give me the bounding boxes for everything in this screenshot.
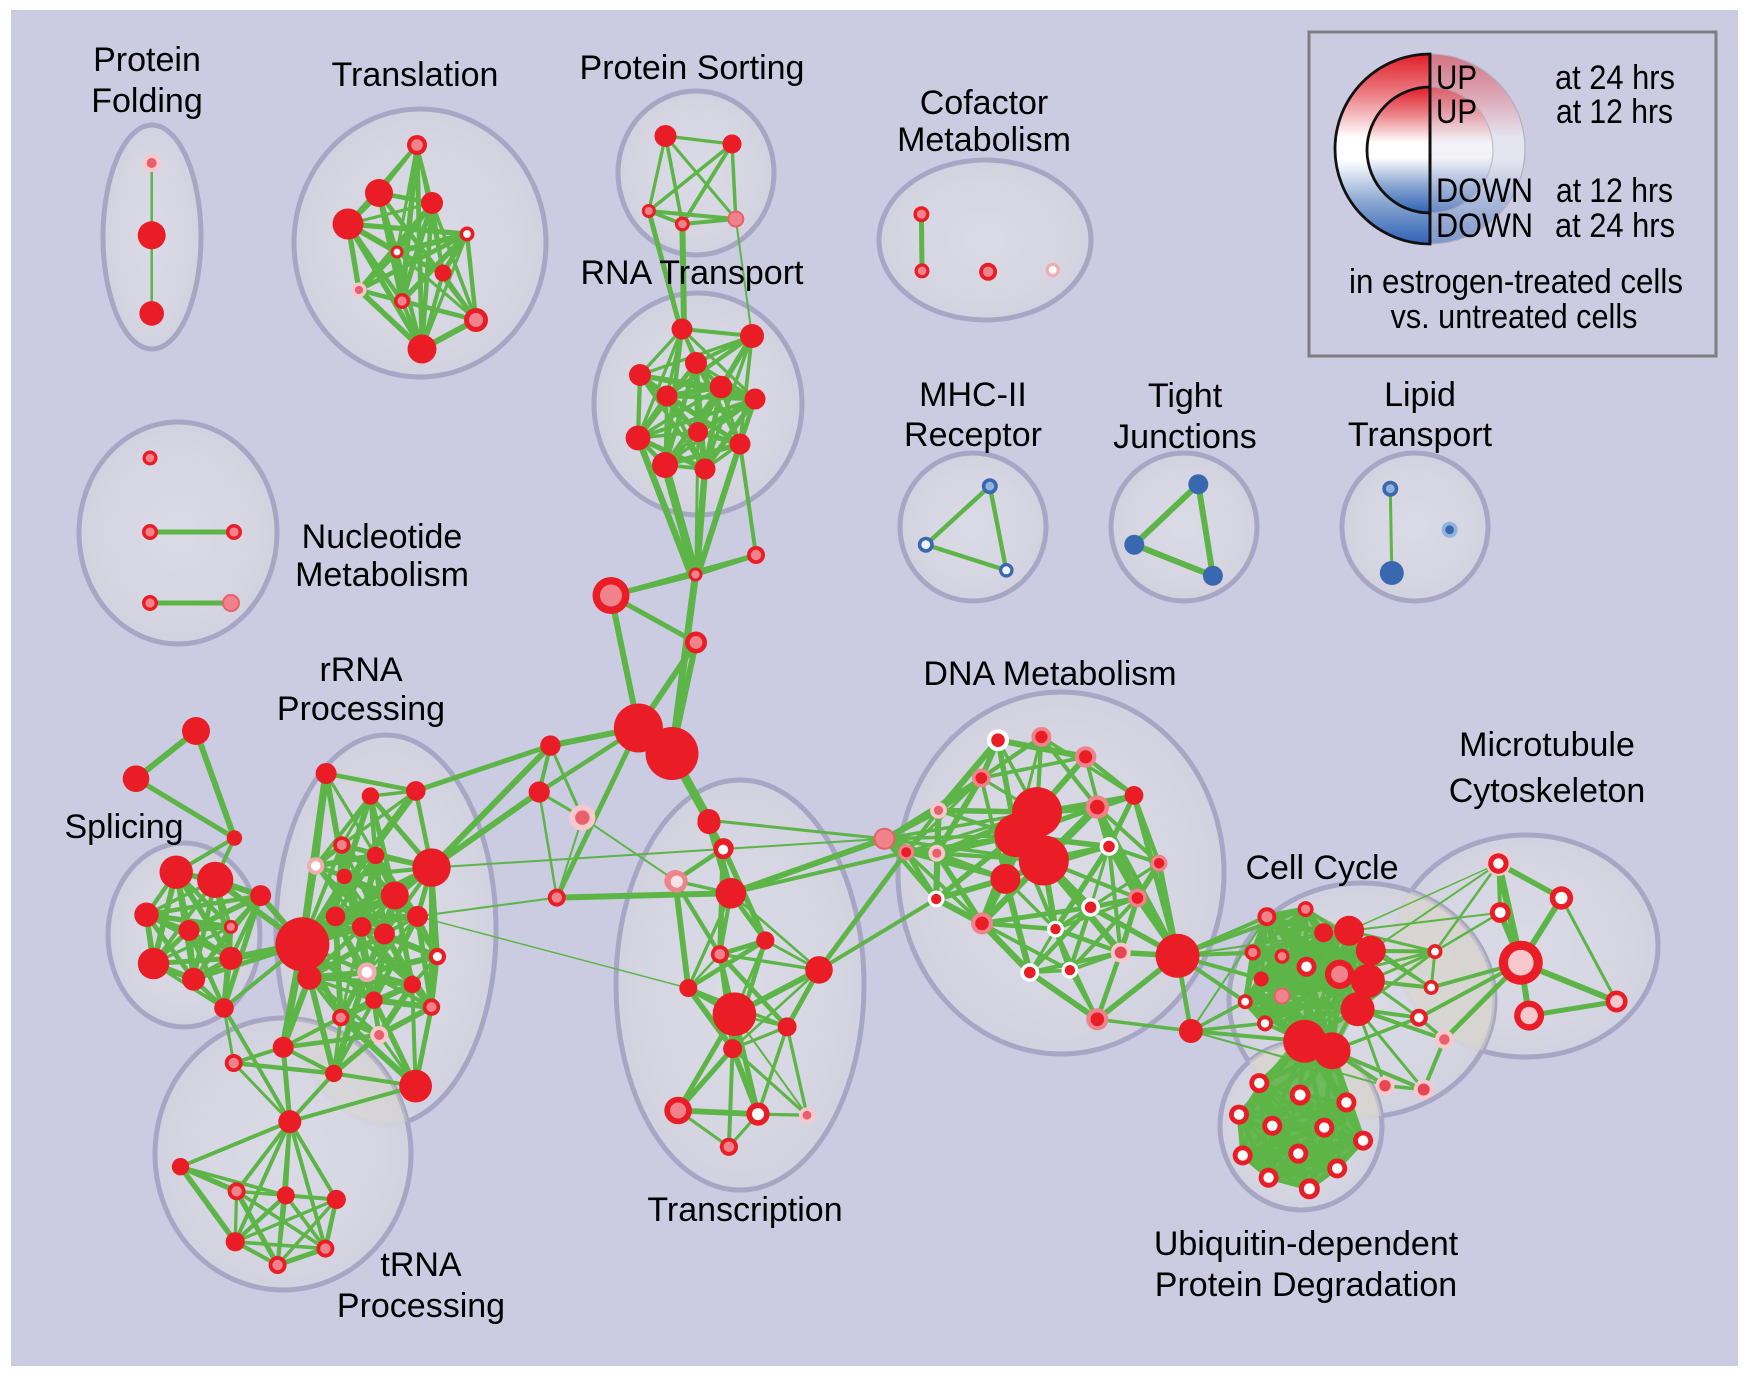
svg-text:Metabolism: Metabolism: [897, 121, 1071, 159]
svg-text:rRNA: rRNA: [319, 651, 402, 689]
svg-text:UP: UP: [1436, 93, 1477, 131]
svg-text:Protein Degradation: Protein Degradation: [1155, 1266, 1457, 1304]
svg-text:Translation: Translation: [332, 56, 499, 94]
svg-text:Protein Sorting: Protein Sorting: [580, 49, 805, 87]
svg-text:Cofactor: Cofactor: [920, 84, 1049, 122]
svg-text:Nucleotide: Nucleotide: [302, 518, 463, 556]
svg-text:Processing: Processing: [277, 690, 445, 728]
svg-text:Lipid: Lipid: [1384, 376, 1456, 414]
svg-text:tRNA: tRNA: [380, 1246, 462, 1284]
svg-text:DNA Metabolism: DNA Metabolism: [923, 655, 1176, 693]
svg-text:RNA Transport: RNA Transport: [581, 254, 805, 292]
svg-text:Transport: Transport: [1348, 416, 1493, 454]
svg-text:vs. untreated cells: vs. untreated cells: [1391, 298, 1638, 336]
svg-text:Cytoskeleton: Cytoskeleton: [1449, 772, 1646, 810]
svg-text:DOWN: DOWN: [1436, 172, 1533, 210]
svg-text:Microtubule: Microtubule: [1459, 726, 1635, 764]
svg-text:Processing: Processing: [337, 1287, 505, 1325]
svg-text:Ubiquitin-dependent: Ubiquitin-dependent: [1154, 1225, 1459, 1263]
svg-text:Folding: Folding: [91, 82, 203, 120]
svg-text:Splicing: Splicing: [64, 808, 183, 846]
svg-text:Receptor: Receptor: [904, 416, 1042, 454]
svg-text:Protein: Protein: [93, 41, 201, 79]
svg-text:Metabolism: Metabolism: [295, 556, 469, 594]
svg-text:Cell Cycle: Cell Cycle: [1245, 849, 1398, 887]
svg-text:Transcription: Transcription: [647, 1191, 842, 1229]
svg-text:UP: UP: [1436, 59, 1477, 97]
svg-text:in estrogen-treated cells: in estrogen-treated cells: [1349, 263, 1683, 301]
svg-text:at 12 hrs: at 12 hrs: [1556, 93, 1673, 131]
svg-text:DOWN: DOWN: [1436, 207, 1533, 245]
svg-text:at 24 hrs: at 24 hrs: [1555, 59, 1675, 97]
svg-text:at 24 hrs: at 24 hrs: [1555, 207, 1675, 245]
svg-text:MHC-II: MHC-II: [919, 376, 1027, 414]
svg-text:at 12 hrs: at 12 hrs: [1556, 172, 1673, 210]
svg-text:Tight: Tight: [1148, 377, 1223, 415]
svg-text:Junctions: Junctions: [1113, 418, 1257, 456]
